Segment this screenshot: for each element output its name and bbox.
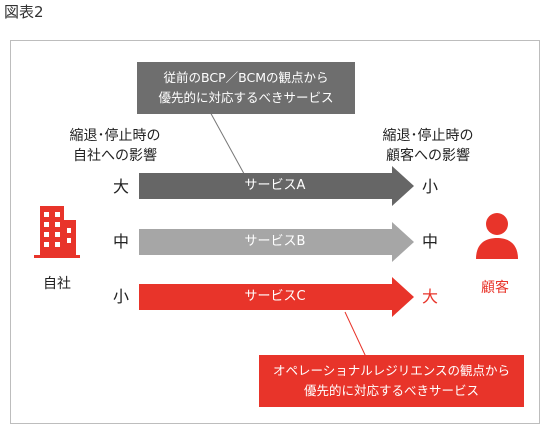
arrow-service-b	[139, 222, 414, 262]
company-label: 自社	[43, 276, 71, 292]
arrow-service-c	[139, 277, 414, 317]
own-impact-a: 大	[112, 177, 129, 196]
building-icon	[34, 206, 80, 258]
service-b-label: サービスB	[244, 234, 306, 249]
service-a-label: サービスA	[244, 178, 306, 193]
diagram-frame	[10, 40, 540, 424]
top-callout-line2: 優先的に対応するべきサービス	[158, 90, 334, 105]
top-callout: 従前のBCP／BCMの観点から 優先的に対応するべきサービス	[137, 62, 355, 114]
service-c-label: サービスC	[244, 289, 306, 304]
arrow-service-a	[139, 166, 414, 206]
bottom-callout-line2: 優先的に対応するべきサービス	[303, 383, 479, 398]
figure-title: 図表2	[4, 3, 44, 21]
left-header-line2: 自社への影響	[73, 148, 157, 164]
person-icon	[476, 213, 518, 259]
right-header: 縮退･停止時の 顧客への影響	[373, 126, 483, 166]
right-header-line1: 縮退･停止時の	[382, 128, 474, 144]
customer-impact-b: 中	[421, 232, 438, 251]
left-header: 縮退･停止時の 自社への影響	[60, 126, 170, 166]
own-impact-b: 中	[112, 232, 129, 251]
customer-impact-a: 小	[421, 177, 438, 196]
top-callout-connector	[208, 109, 249, 182]
customer-impact-c: 大	[421, 287, 438, 306]
customer-label: 顧客	[481, 280, 509, 296]
right-header-line2: 顧客への影響	[386, 148, 470, 164]
bottom-callout: オペレーショナルレジリエンスの観点から 優先的に対応するべきサービス	[259, 355, 524, 407]
left-header-line1: 縮退･停止時の	[69, 128, 161, 144]
own-impact-c: 小	[112, 287, 129, 306]
bottom-callout-line1: オペレーショナルレジリエンスの観点から	[272, 363, 510, 378]
bottom-callout-connector	[344, 311, 367, 358]
top-callout-line1: 従前のBCP／BCMの観点から	[163, 70, 329, 85]
